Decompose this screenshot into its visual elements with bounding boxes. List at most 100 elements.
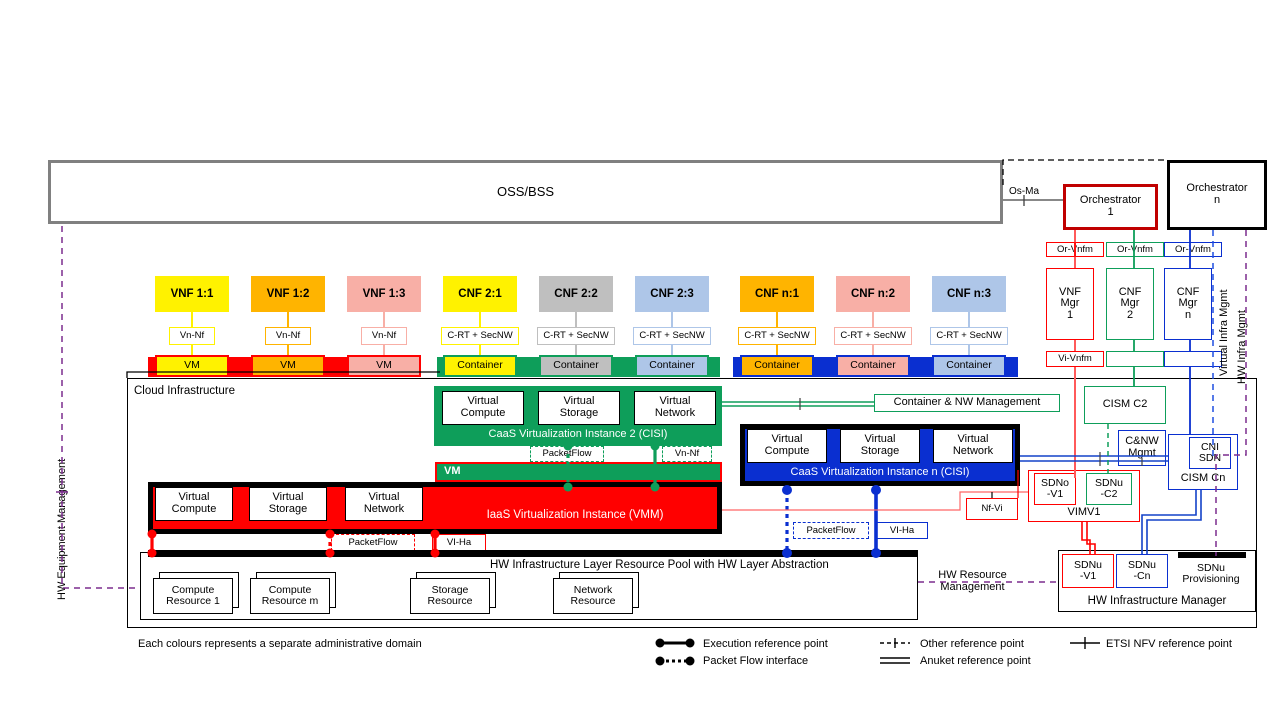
hw-resource-line2: Resource m — [261, 595, 319, 607]
sdnu-cn-box: SDNu -Cn — [1116, 554, 1168, 588]
cnf-mgr-n-line3: n — [1184, 308, 1192, 321]
function-reference-point-label: C-RT + SecNW — [639, 330, 705, 342]
function-reference-point-label: C-RT + SecNW — [744, 330, 810, 342]
function-box-7[interactable]: CNF n:1 — [740, 276, 814, 312]
function-runtime-label: Container — [457, 359, 503, 372]
vi-vnfm-red-box: Vi-Vnfm — [1046, 351, 1104, 367]
function-box-8[interactable]: CNF n:2 — [836, 276, 910, 312]
function-reference-point-label: C-RT + SecNW — [840, 330, 906, 342]
vnf-mgr-1-box[interactable]: VNF Mgr 1 — [1046, 268, 1094, 340]
cnf-mgr-n-box[interactable]: CNF Mgr n — [1164, 268, 1212, 340]
caasn-virtual-compute: Virtual Compute — [747, 429, 827, 463]
virtual-infra-mgmt-label: Virtual Infra Mgmt — [1218, 289, 1230, 376]
function-runtime-7: Container — [740, 355, 814, 377]
vim-v1-label: VIMV1 — [1067, 506, 1101, 519]
orchestrator-1-box[interactable]: Orchestrator 1 — [1063, 184, 1158, 230]
or-vnfm-blue-box: Or-Vnfm — [1164, 242, 1222, 257]
hw-resource-line2: Resource 1 — [166, 595, 220, 607]
orchestrator-1-label: Orchestrator — [1079, 194, 1142, 207]
sdnu-provisioning-topbar — [1178, 552, 1246, 558]
function-box-6[interactable]: CNF 2:3 — [635, 276, 709, 312]
function-box-3[interactable]: VNF 1:3 — [347, 276, 421, 312]
iaas-virtual-storage: Virtual Storage — [249, 487, 327, 521]
function-runtime-9: Container — [932, 355, 1006, 377]
vnf-mgr-1-line2: Mgr — [1060, 297, 1080, 310]
function-box-4[interactable]: CNF 2:1 — [443, 276, 517, 312]
cloud-infrastructure-label: Cloud Infrastructure — [134, 385, 235, 397]
function-runtime-label: VM — [376, 359, 392, 372]
cnf-mgr-n-line1: CNF — [1176, 285, 1200, 298]
function-runtime-8: Container — [836, 355, 910, 377]
hw-resource-line1: Network — [573, 583, 613, 596]
function-reference-point-label: Vn-Nf — [371, 330, 397, 342]
orchestrator-1-index: 1 — [1107, 206, 1114, 218]
orchestrator-n-box[interactable]: Orchestrator n — [1167, 160, 1267, 230]
or-vnfm-blue-label: Or-Vnfm — [1175, 243, 1211, 255]
function-runtime-label: VM — [280, 359, 296, 372]
cnf-mgr-2-line2: Mgr — [1120, 297, 1140, 310]
function-runtime-label: VM — [184, 359, 200, 372]
function-reference-point-4: C-RT + SecNW — [441, 327, 519, 345]
caas2-vm-label: VM — [444, 465, 461, 477]
oss-bss-label: OSS/BSS — [496, 184, 555, 200]
function-label: VNF 1:2 — [266, 287, 310, 300]
iaas-virtual-network: Virtual Network — [345, 487, 423, 521]
caas2-title: CaaS Virtualization Instance 2 (CISI) — [488, 428, 668, 441]
function-label: VNF 1:1 — [170, 287, 214, 300]
function-runtime-6: Container — [635, 355, 709, 377]
caasn-vi-ha-ref: VI-Ha — [876, 522, 928, 539]
cism-c2-box[interactable]: CISM C2 — [1084, 386, 1166, 424]
function-label: CNF 2:2 — [554, 287, 598, 300]
function-label: CNF 2:1 — [458, 287, 502, 300]
vi-vnfm-blue-box — [1164, 351, 1222, 367]
function-reference-point-9: C-RT + SecNW — [930, 327, 1008, 345]
caas2-packetflow-ref: PacketFlow — [530, 446, 604, 462]
function-reference-point-2: Vn-Nf — [265, 327, 311, 345]
iaas-packetflow-ref: PacketFlow — [331, 534, 415, 551]
cnf-mgr-2-line3: 2 — [1126, 308, 1134, 321]
function-box-2[interactable]: VNF 1:2 — [251, 276, 325, 312]
iaas-virtual-compute: Virtual Compute — [155, 487, 233, 521]
caas2-virtual-storage: Virtual Storage — [538, 391, 620, 425]
sdnu-provisioning-box: SDNu Provisioning — [1182, 561, 1240, 585]
cni-sdn-box: CNI SDN — [1189, 437, 1231, 469]
cnf-mgr-2-box[interactable]: CNF Mgr 2 — [1106, 268, 1154, 340]
c-nw-mgmt-box: C&NW Mgmt — [1118, 430, 1166, 466]
function-label: CNF n:2 — [850, 287, 896, 300]
vnf-mgr-1-line3: 1 — [1066, 308, 1074, 321]
function-reference-point-5: C-RT + SecNW — [537, 327, 615, 345]
function-box-1[interactable]: VNF 1:1 — [155, 276, 229, 312]
function-reference-point-6: C-RT + SecNW — [633, 327, 711, 345]
function-box-9[interactable]: CNF n:3 — [932, 276, 1006, 312]
hw-resource-line2: Resource — [427, 595, 473, 607]
function-runtime-label: Container — [649, 359, 695, 372]
caasn-packetflow-ref: PacketFlow — [793, 522, 869, 539]
cnf-mgr-2-line1: CNF — [1118, 285, 1142, 298]
function-runtime-2: VM — [251, 355, 325, 377]
caas2-virtual-compute: Virtual Compute — [442, 391, 524, 425]
legend-other-label: Other reference point — [920, 638, 1024, 650]
function-runtime-label: Container — [553, 359, 599, 372]
iaas-title: IaaS Virtualization Instance (VMM) — [486, 508, 664, 521]
function-label: CNF n:3 — [946, 287, 992, 300]
cism-cn-label: CISM Cn — [1180, 472, 1226, 485]
function-runtime-1: VM — [155, 355, 229, 377]
hw-resource-line1: Compute — [171, 583, 215, 596]
os-ma-reference-point: Os-Ma — [1003, 184, 1045, 201]
vnf-mgr-1-line1: VNF — [1059, 285, 1081, 298]
function-runtime-label: Container — [754, 359, 800, 372]
legend-anuket-label: Anuket reference point — [920, 655, 1031, 667]
caasn-virtual-network: Virtual Network — [933, 429, 1013, 463]
oss-bss-box: OSS/BSS — [48, 160, 1003, 224]
or-vnfm-red-label: Or-Vnfm — [1057, 243, 1093, 255]
function-box-5[interactable]: CNF 2:2 — [539, 276, 613, 312]
caasn-title: CaaS Virtualization Instance n (CISI) — [790, 466, 970, 479]
hw-equipment-management-label: HW Equipment Management — [56, 458, 68, 600]
hw-pool-title: HW Infrastructure Layer Resource Pool wi… — [490, 559, 829, 571]
hw-pool-topbar — [148, 550, 918, 557]
sdno-v1-box: SDNo -V1 — [1034, 473, 1076, 505]
